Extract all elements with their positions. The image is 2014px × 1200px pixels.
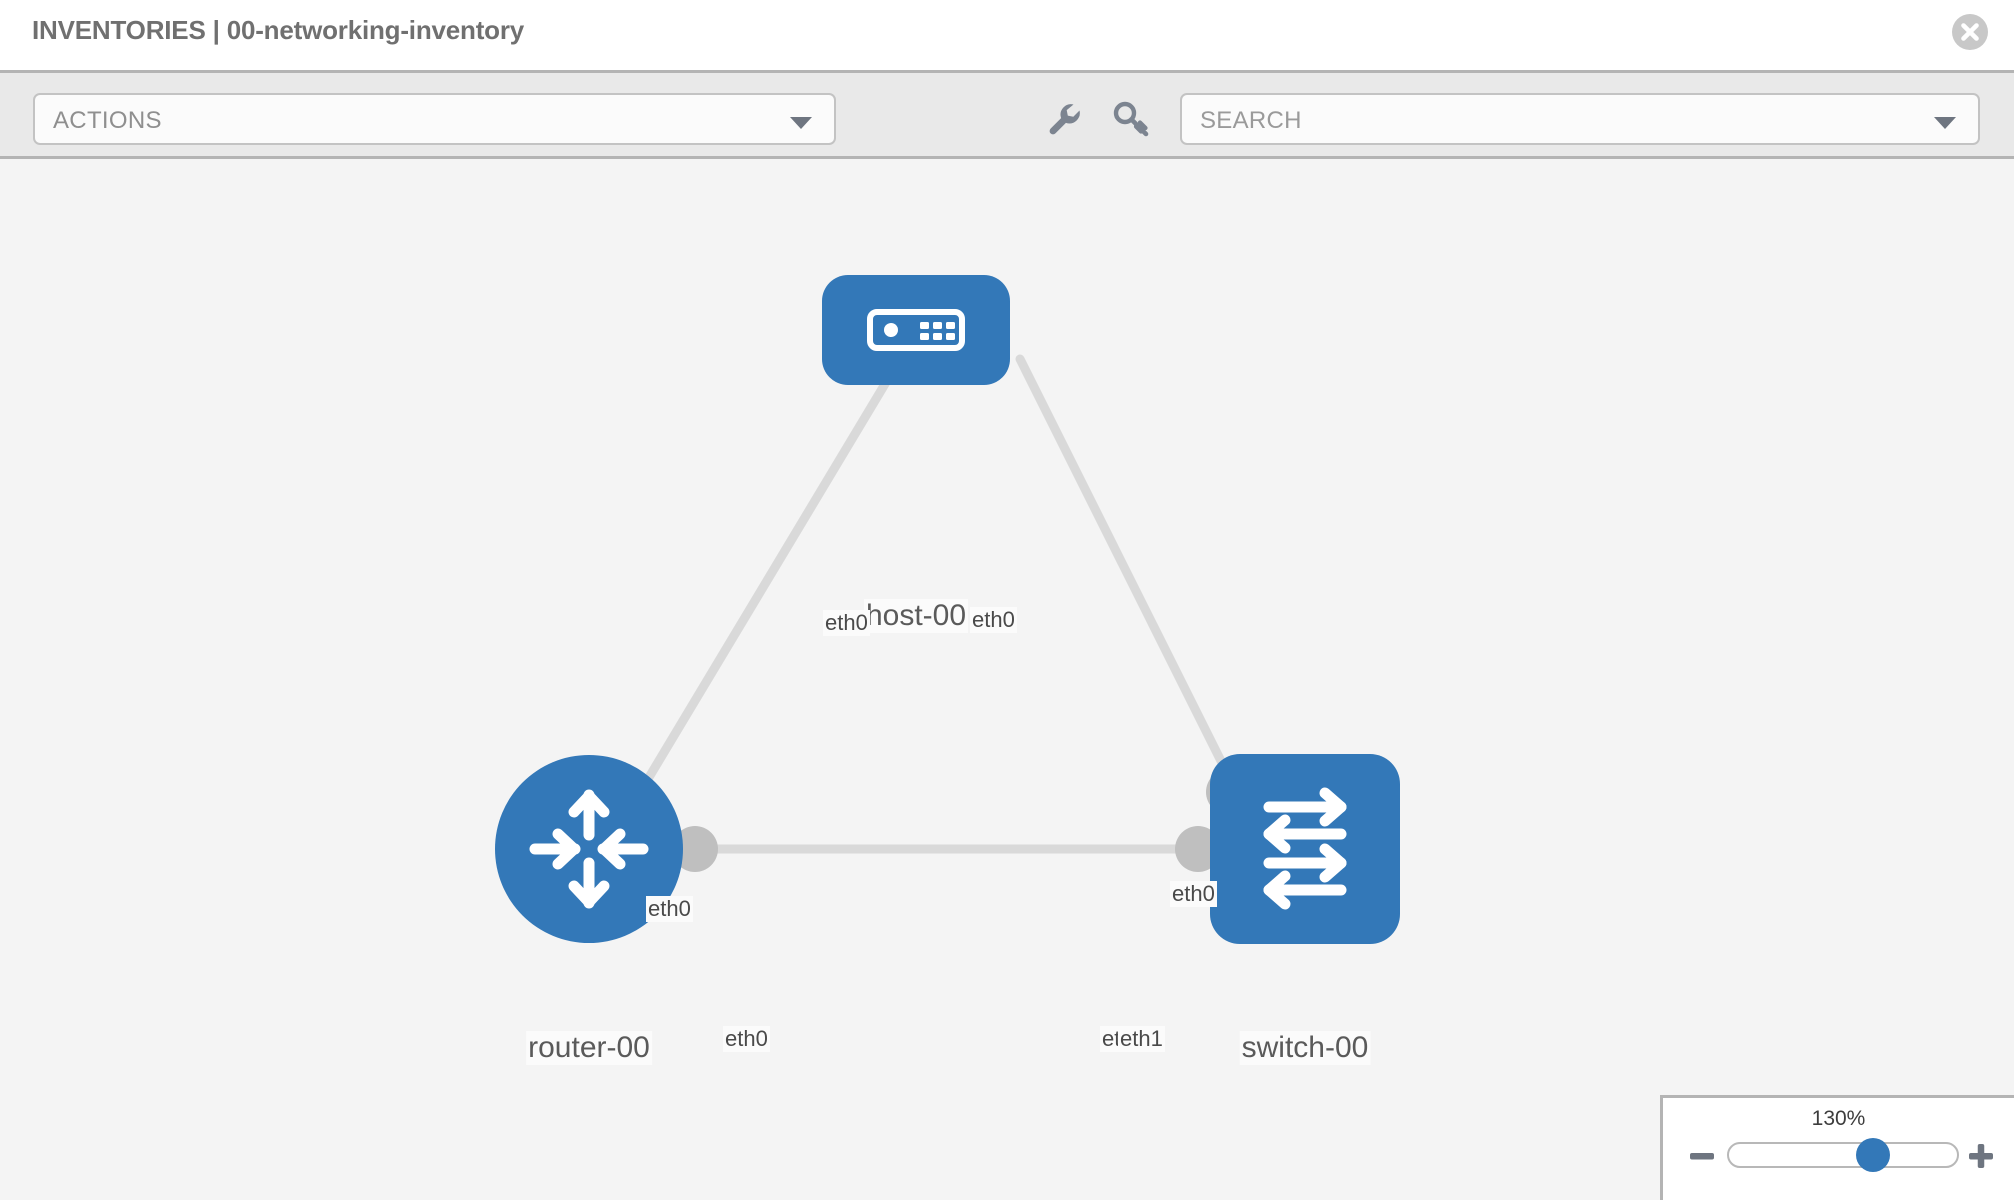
toolbar: ACTIONS SEARCH xyxy=(0,70,2014,159)
minus-icon[interactable] xyxy=(1687,1141,1717,1171)
iface-label: eth0 xyxy=(723,1026,770,1052)
wrench-icon[interactable] xyxy=(1040,95,1088,143)
switch-arrows-icon xyxy=(1263,787,1347,910)
chevron-down-icon xyxy=(790,117,812,129)
iface-label: eth0 xyxy=(823,610,870,636)
switch-node-shape xyxy=(1210,754,1400,944)
zoom-control-panel: 130% xyxy=(1660,1095,2014,1200)
actions-dropdown[interactable]: ACTIONS xyxy=(33,93,836,145)
actions-dropdown-label: ACTIONS xyxy=(53,107,162,134)
iface-label: eth0 xyxy=(1170,881,1217,907)
topology-links xyxy=(595,354,1245,864)
plus-icon[interactable] xyxy=(1966,1141,1996,1171)
node-label-host-00: host-00 xyxy=(863,599,969,633)
topology-canvas[interactable]: host-00 router-00 xyxy=(0,159,2014,1200)
page-header: INVENTORIES | 00-networking-inventory xyxy=(0,0,2014,70)
host-node-shape xyxy=(822,275,1010,385)
router-arrows-icon xyxy=(529,789,649,909)
page-title: INVENTORIES | 00-networking-inventory xyxy=(32,15,525,45)
zoom-slider[interactable] xyxy=(1727,1138,1959,1172)
iface-label: eth1 xyxy=(1118,1026,1165,1052)
search-input[interactable]: SEARCH xyxy=(1180,93,1980,145)
key-icon[interactable] xyxy=(1108,95,1156,143)
node-label-router-00: router-00 xyxy=(526,1031,652,1065)
link-host-switch xyxy=(1015,354,1245,804)
close-icon[interactable] xyxy=(1952,14,1988,50)
iface-label: eth0 xyxy=(970,607,1017,633)
search-placeholder: SEARCH xyxy=(1200,107,1302,134)
node-label-switch-00: switch-00 xyxy=(1239,1031,1371,1065)
search-chevron-down-icon[interactable] xyxy=(1934,117,1956,129)
server-icon xyxy=(867,309,965,351)
link-host-router xyxy=(595,354,905,864)
zoom-level-label: 130% xyxy=(1811,1107,1866,1130)
iface-label: eth0 xyxy=(646,896,693,922)
zoom-slider-thumb[interactable] xyxy=(1855,1138,1890,1172)
